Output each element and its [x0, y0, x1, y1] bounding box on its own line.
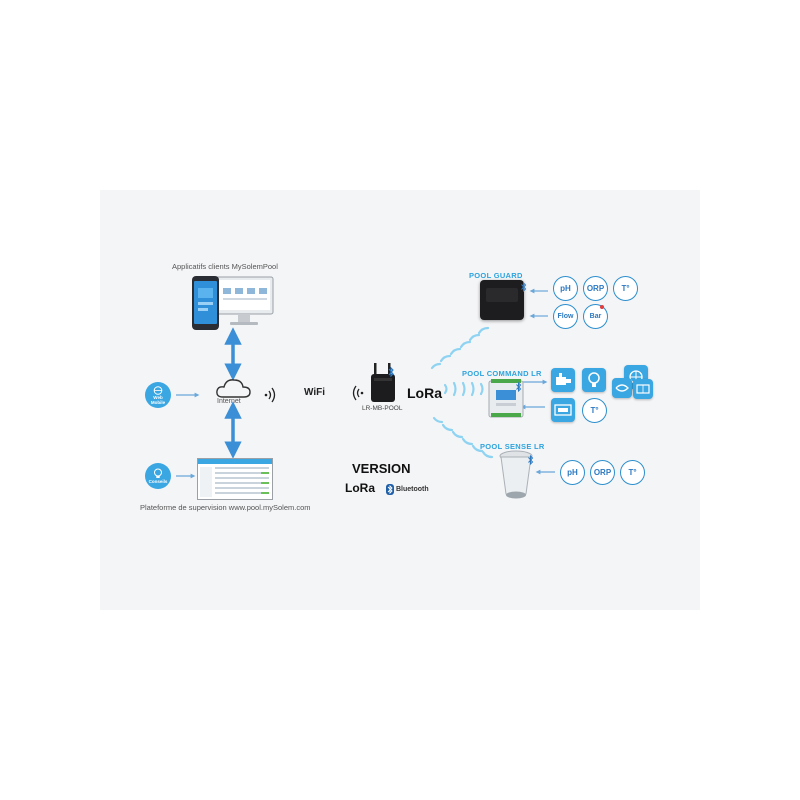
- pool-sense-orp: ORP: [590, 460, 615, 485]
- pool-sense-ph: pH: [560, 460, 585, 485]
- web-globe-icon: [153, 385, 163, 395]
- pool-guard-flow: Flow: [553, 304, 578, 329]
- pool-sense-title: POOL SENSE LR: [480, 442, 545, 451]
- web-mobile-label: Web Mobile: [150, 394, 166, 405]
- wifi-label: WiFi: [304, 387, 326, 398]
- lora-waves: [430, 326, 494, 459]
- supervision-platform-image: [197, 458, 273, 500]
- pool-command-device: [488, 379, 524, 418]
- pool-guard-bluetooth-icon: [521, 282, 527, 292]
- conseils-badge: Conseils: [145, 463, 171, 489]
- pool-command-temp: T°: [582, 398, 607, 423]
- client-apps-image: [192, 276, 274, 330]
- light-bulb-icon: [582, 368, 606, 392]
- conseils-label: Conseils: [148, 479, 168, 484]
- signal-waves-internet: [264, 387, 276, 403]
- pool-command-title: POOL COMMAND LR: [462, 369, 542, 378]
- bluetooth-icon: [388, 366, 394, 378]
- meter-icon: [551, 398, 575, 422]
- bluetooth-logo-icon: [386, 484, 394, 495]
- lora-label: LoRa: [407, 385, 442, 401]
- solar-panel-icon: [633, 379, 653, 399]
- apps-label: Applicatifs clients MySolemPool: [172, 262, 278, 271]
- filtration-icon: [612, 378, 632, 398]
- pool-guard-title: POOL GUARD: [469, 271, 523, 280]
- version-label: VERSION: [352, 461, 411, 476]
- cloud-icon: [216, 379, 251, 398]
- lr-mb-pool-label: LR-MB-POOL: [362, 405, 403, 412]
- pool-guard-bar: Bar: [583, 304, 608, 329]
- pool-guard-orp: ORP: [583, 276, 608, 301]
- pool-sense-bluetooth-icon: [528, 455, 534, 465]
- pool-guard-device: [480, 280, 524, 320]
- signal-waves-gateway: [352, 385, 364, 401]
- pool-guard-temp: T°: [613, 276, 638, 301]
- pool-command-bluetooth-icon: [516, 382, 522, 392]
- internet-label: Internet: [217, 398, 241, 405]
- pool-guard-bar-indicator-dot: [600, 305, 604, 309]
- version-bluetooth-label: Bluetooth: [396, 486, 429, 493]
- pump-icon: [551, 368, 575, 392]
- pool-guard-ph: pH: [553, 276, 578, 301]
- supervision-label: Plateforme de supervision www.pool.mySol…: [140, 503, 311, 512]
- gateway-device-image: [371, 363, 395, 402]
- version-lora-label: LoRa: [345, 481, 375, 495]
- lightbulb-icon: [154, 468, 162, 478]
- web-mobile-badge: Web Mobile: [145, 382, 171, 408]
- pool-sense-device: [499, 450, 533, 499]
- pool-sense-temp: T°: [620, 460, 645, 485]
